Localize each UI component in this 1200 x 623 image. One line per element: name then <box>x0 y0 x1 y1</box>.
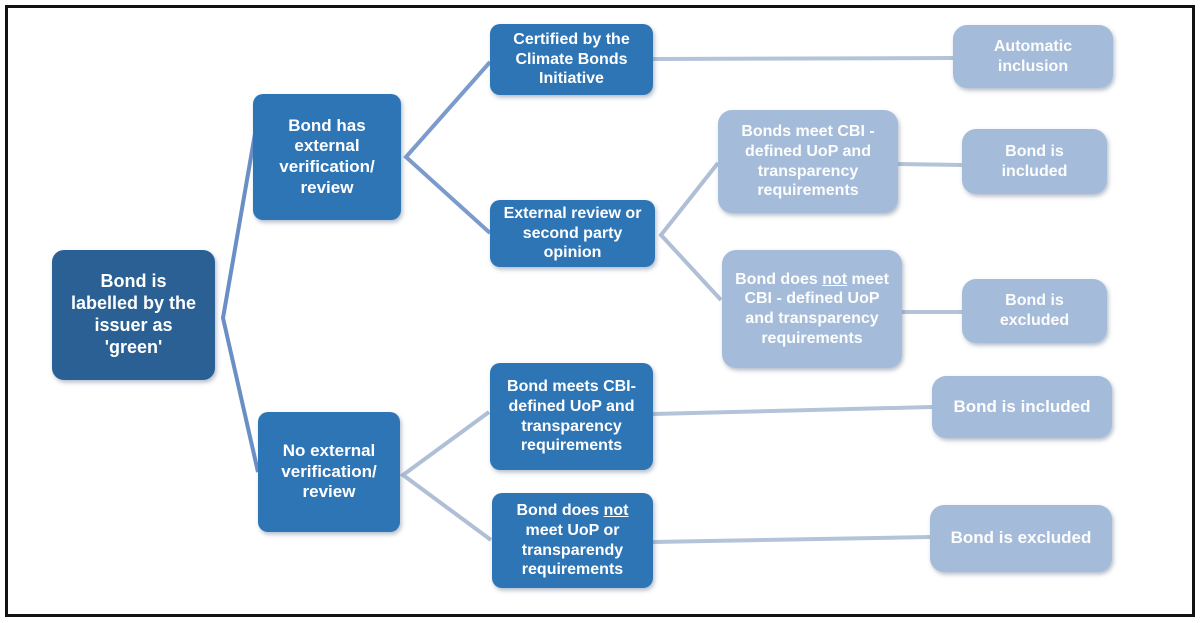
connector-ext-review-branch <box>658 161 723 302</box>
node-bond-is-included-lower-label: Bond is included <box>953 396 1091 416</box>
node-has-external-verification: Bond has external verification/ review <box>253 94 401 220</box>
node-bond-is-included-lower: Bond is included <box>932 376 1112 438</box>
node-bond-meets-cbi-defined-uop: Bond meets CBI- defined UoP and transpar… <box>490 363 653 470</box>
node-bond-does-not-meet-cbi-requirements: Bond does not meet CBI - defined UoP and… <box>722 250 902 368</box>
node-bond-is-included-upper: Bond is included <box>962 129 1107 194</box>
node-bond-is-excluded-lower: Bond is excluded <box>930 505 1112 572</box>
connector-fails-uop-to-excluded <box>652 535 931 544</box>
underlined-not: not <box>822 270 848 288</box>
node-bond-does-not-meet-uop-label: Bond does not meet UoP or transparendy r… <box>516 502 629 579</box>
node-bonds-meet-cbi-requirements-label: Bonds meet CBI - defined UoP and transpa… <box>741 123 875 200</box>
node-bond-labelled-green-label: Bond is labelled by the issuer as 'green… <box>70 271 197 357</box>
underlined-not: not <box>603 502 629 520</box>
connector-meets-cbi-to-included <box>897 162 963 167</box>
node-external-review-opinion-label: External review or second party opinion <box>503 205 642 262</box>
node-bond-is-excluded-upper-label: Bond is excluded <box>999 292 1070 329</box>
node-has-external-verification-label: Bond has external verification/ review <box>279 115 375 197</box>
node-no-external-verification: No external verification/ review <box>258 412 400 532</box>
node-external-review-opinion: External review or second party opinion <box>490 200 655 267</box>
node-certified-by-cbi: Certified by the Climate Bonds Initiativ… <box>490 24 653 95</box>
connector-certified-to-auto <box>652 56 954 61</box>
node-no-external-verification-label: No external verification/ review <box>281 440 377 502</box>
node-certified-by-cbi-label: Certified by the Climate Bonds Initiativ… <box>513 31 630 88</box>
connector-meets-uop-to-included <box>652 405 933 416</box>
node-bond-does-not-meet-uop: Bond does not meet UoP or transparendy r… <box>492 493 653 588</box>
node-automatic-inclusion-label: Automatic inclusion <box>993 37 1073 75</box>
connector-no-verif-branch <box>399 410 493 542</box>
node-bond-is-excluded-upper: Bond is excluded <box>962 279 1107 343</box>
node-bond-labelled-green: Bond is labelled by the issuer as 'green… <box>52 250 215 380</box>
node-bond-meets-cbi-defined-uop-label: Bond meets CBI- defined UoP and transpar… <box>507 378 636 455</box>
connector-has-verif-branch <box>403 60 492 235</box>
node-automatic-inclusion: Automatic inclusion <box>953 25 1113 88</box>
connector-root-branch <box>220 127 260 473</box>
node-bond-does-not-meet-cbi-requirements-label: Bond does not meet CBI - defined UoP and… <box>735 270 889 347</box>
node-bond-is-excluded-lower-label: Bond is excluded <box>950 528 1092 548</box>
node-bond-is-included-upper-label: Bond is included <box>1001 142 1068 180</box>
node-bonds-meet-cbi-requirements: Bonds meet CBI - defined UoP and transpa… <box>718 110 898 213</box>
